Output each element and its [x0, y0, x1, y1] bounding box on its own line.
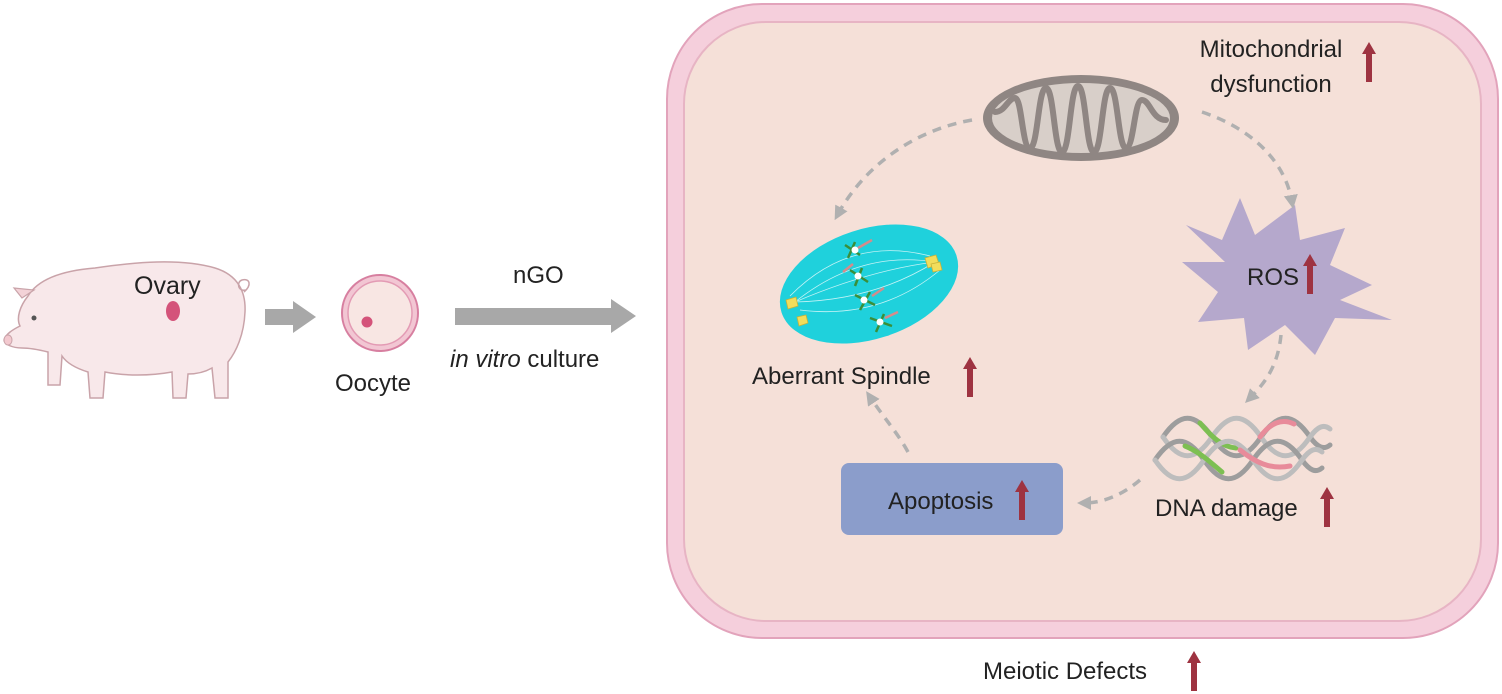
- dna-label: DNA damage: [1155, 495, 1298, 522]
- ros-burst-icon: [1182, 198, 1392, 355]
- arrow-ros-to-dna: [1245, 334, 1283, 403]
- up-arrow-icon-mito: [1362, 42, 1376, 82]
- pig-icon: [3, 261, 250, 399]
- meiotic-label: Meiotic Defects: [983, 658, 1148, 685]
- up-arrow-icon-meiotic: [1187, 651, 1201, 691]
- arrow-apoptosis-to-spindle: [866, 391, 910, 453]
- spindle-label: Aberrant Spindle: [752, 363, 931, 390]
- mito-label-line2: dysfunction: [1210, 70, 1332, 98]
- culture-label: in vitro culture: [450, 346, 599, 374]
- up-arrow-icon-ros: [1303, 254, 1317, 294]
- up-arrow-icon-apoptosis: [1015, 480, 1029, 520]
- culture-label-italic: in vitro: [450, 346, 521, 373]
- culture-label-rest: culture: [520, 346, 600, 373]
- arrow-mito-to-spindle: [834, 118, 973, 221]
- mitochondrion-icon: [983, 75, 1179, 161]
- arrow-ngo-treatment: [455, 299, 636, 333]
- spindle-icon: [779, 224, 959, 344]
- dashed-arrows: [834, 110, 1298, 510]
- oocyte-icon: [341, 274, 419, 352]
- up-arrow-icon-spindle: [963, 357, 977, 397]
- apoptosis-label: Apoptosis: [888, 488, 994, 515]
- arrow-mito-to-ros: [1201, 110, 1298, 209]
- dna-helix-bottom: [1152, 438, 1325, 482]
- apoptosis-box: [841, 463, 1063, 535]
- up-arrow-icon-dna: [1320, 487, 1334, 527]
- oocyte-label: Oocyte: [335, 370, 412, 397]
- ovary-icon: [166, 301, 180, 321]
- ros-label: ROS: [1247, 264, 1300, 291]
- mito-label-line1: Mitochondrial: [1199, 36, 1343, 63]
- arrow-pig-to-oocyte: [265, 301, 316, 333]
- mito-label: Mitochondrial dysfunction: [1176, 33, 1366, 103]
- ngo-label: nGO: [513, 262, 564, 289]
- dna-helix-icon: [1152, 415, 1333, 482]
- arrow-dna-to-apoptosis: [1077, 478, 1142, 510]
- ovary-label: Ovary: [134, 272, 201, 300]
